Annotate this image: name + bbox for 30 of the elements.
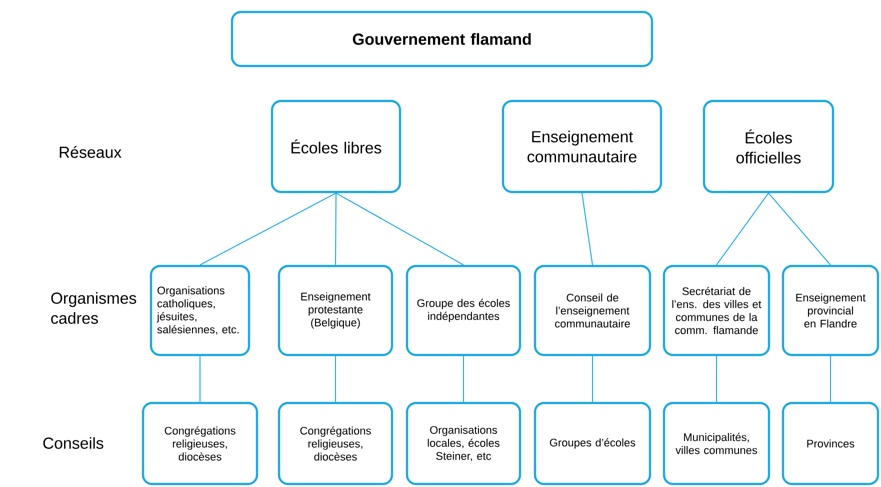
council-box: Groupes d’écoles xyxy=(534,402,652,486)
connector-line xyxy=(592,356,593,402)
council-box: Municipalités, villes communes xyxy=(662,402,770,486)
council-box: Congrégations religieuses, diocèses xyxy=(278,402,394,486)
network-box: Écoles libres xyxy=(270,100,402,194)
connector-line xyxy=(336,192,464,266)
council-box: Congrégations religieuses, diocèses xyxy=(142,402,258,486)
organization-box: Conseil de l’enseignement communautaire xyxy=(534,264,652,356)
network-box: Enseignement communautaire xyxy=(502,100,662,194)
title-box: Gouvernement flamand xyxy=(230,10,654,68)
row-label: Conseils xyxy=(43,437,104,449)
organization-box: Organisations catholiques, jésuites, salésiennes, etc. xyxy=(150,264,250,356)
organization-box: Enseignement protestante (Belgique) xyxy=(278,264,394,356)
row-label: Organismes cadres xyxy=(51,292,136,324)
organization-box: Secrétariat de l’ens. des villes et communes de la comm. flamande xyxy=(662,264,770,356)
connector-line xyxy=(582,192,593,266)
row-label: Réseaux xyxy=(60,146,122,158)
connector-line xyxy=(716,192,769,266)
connector-line xyxy=(200,192,336,266)
organization-box: Groupe des écoles indépendantes xyxy=(406,264,522,356)
connector-line xyxy=(463,356,464,402)
connector-line xyxy=(830,356,831,402)
network-box: Écoles officielles xyxy=(702,100,834,194)
connector-line xyxy=(335,356,336,402)
organization-box: Enseignement provincial en Flandre xyxy=(782,264,880,356)
council-box: Provinces xyxy=(782,402,880,486)
connector-line xyxy=(716,356,717,402)
connector-line xyxy=(335,192,336,266)
council-box: Organisations locales, écoles Steiner, etc xyxy=(406,402,522,486)
connector-line xyxy=(768,192,831,266)
